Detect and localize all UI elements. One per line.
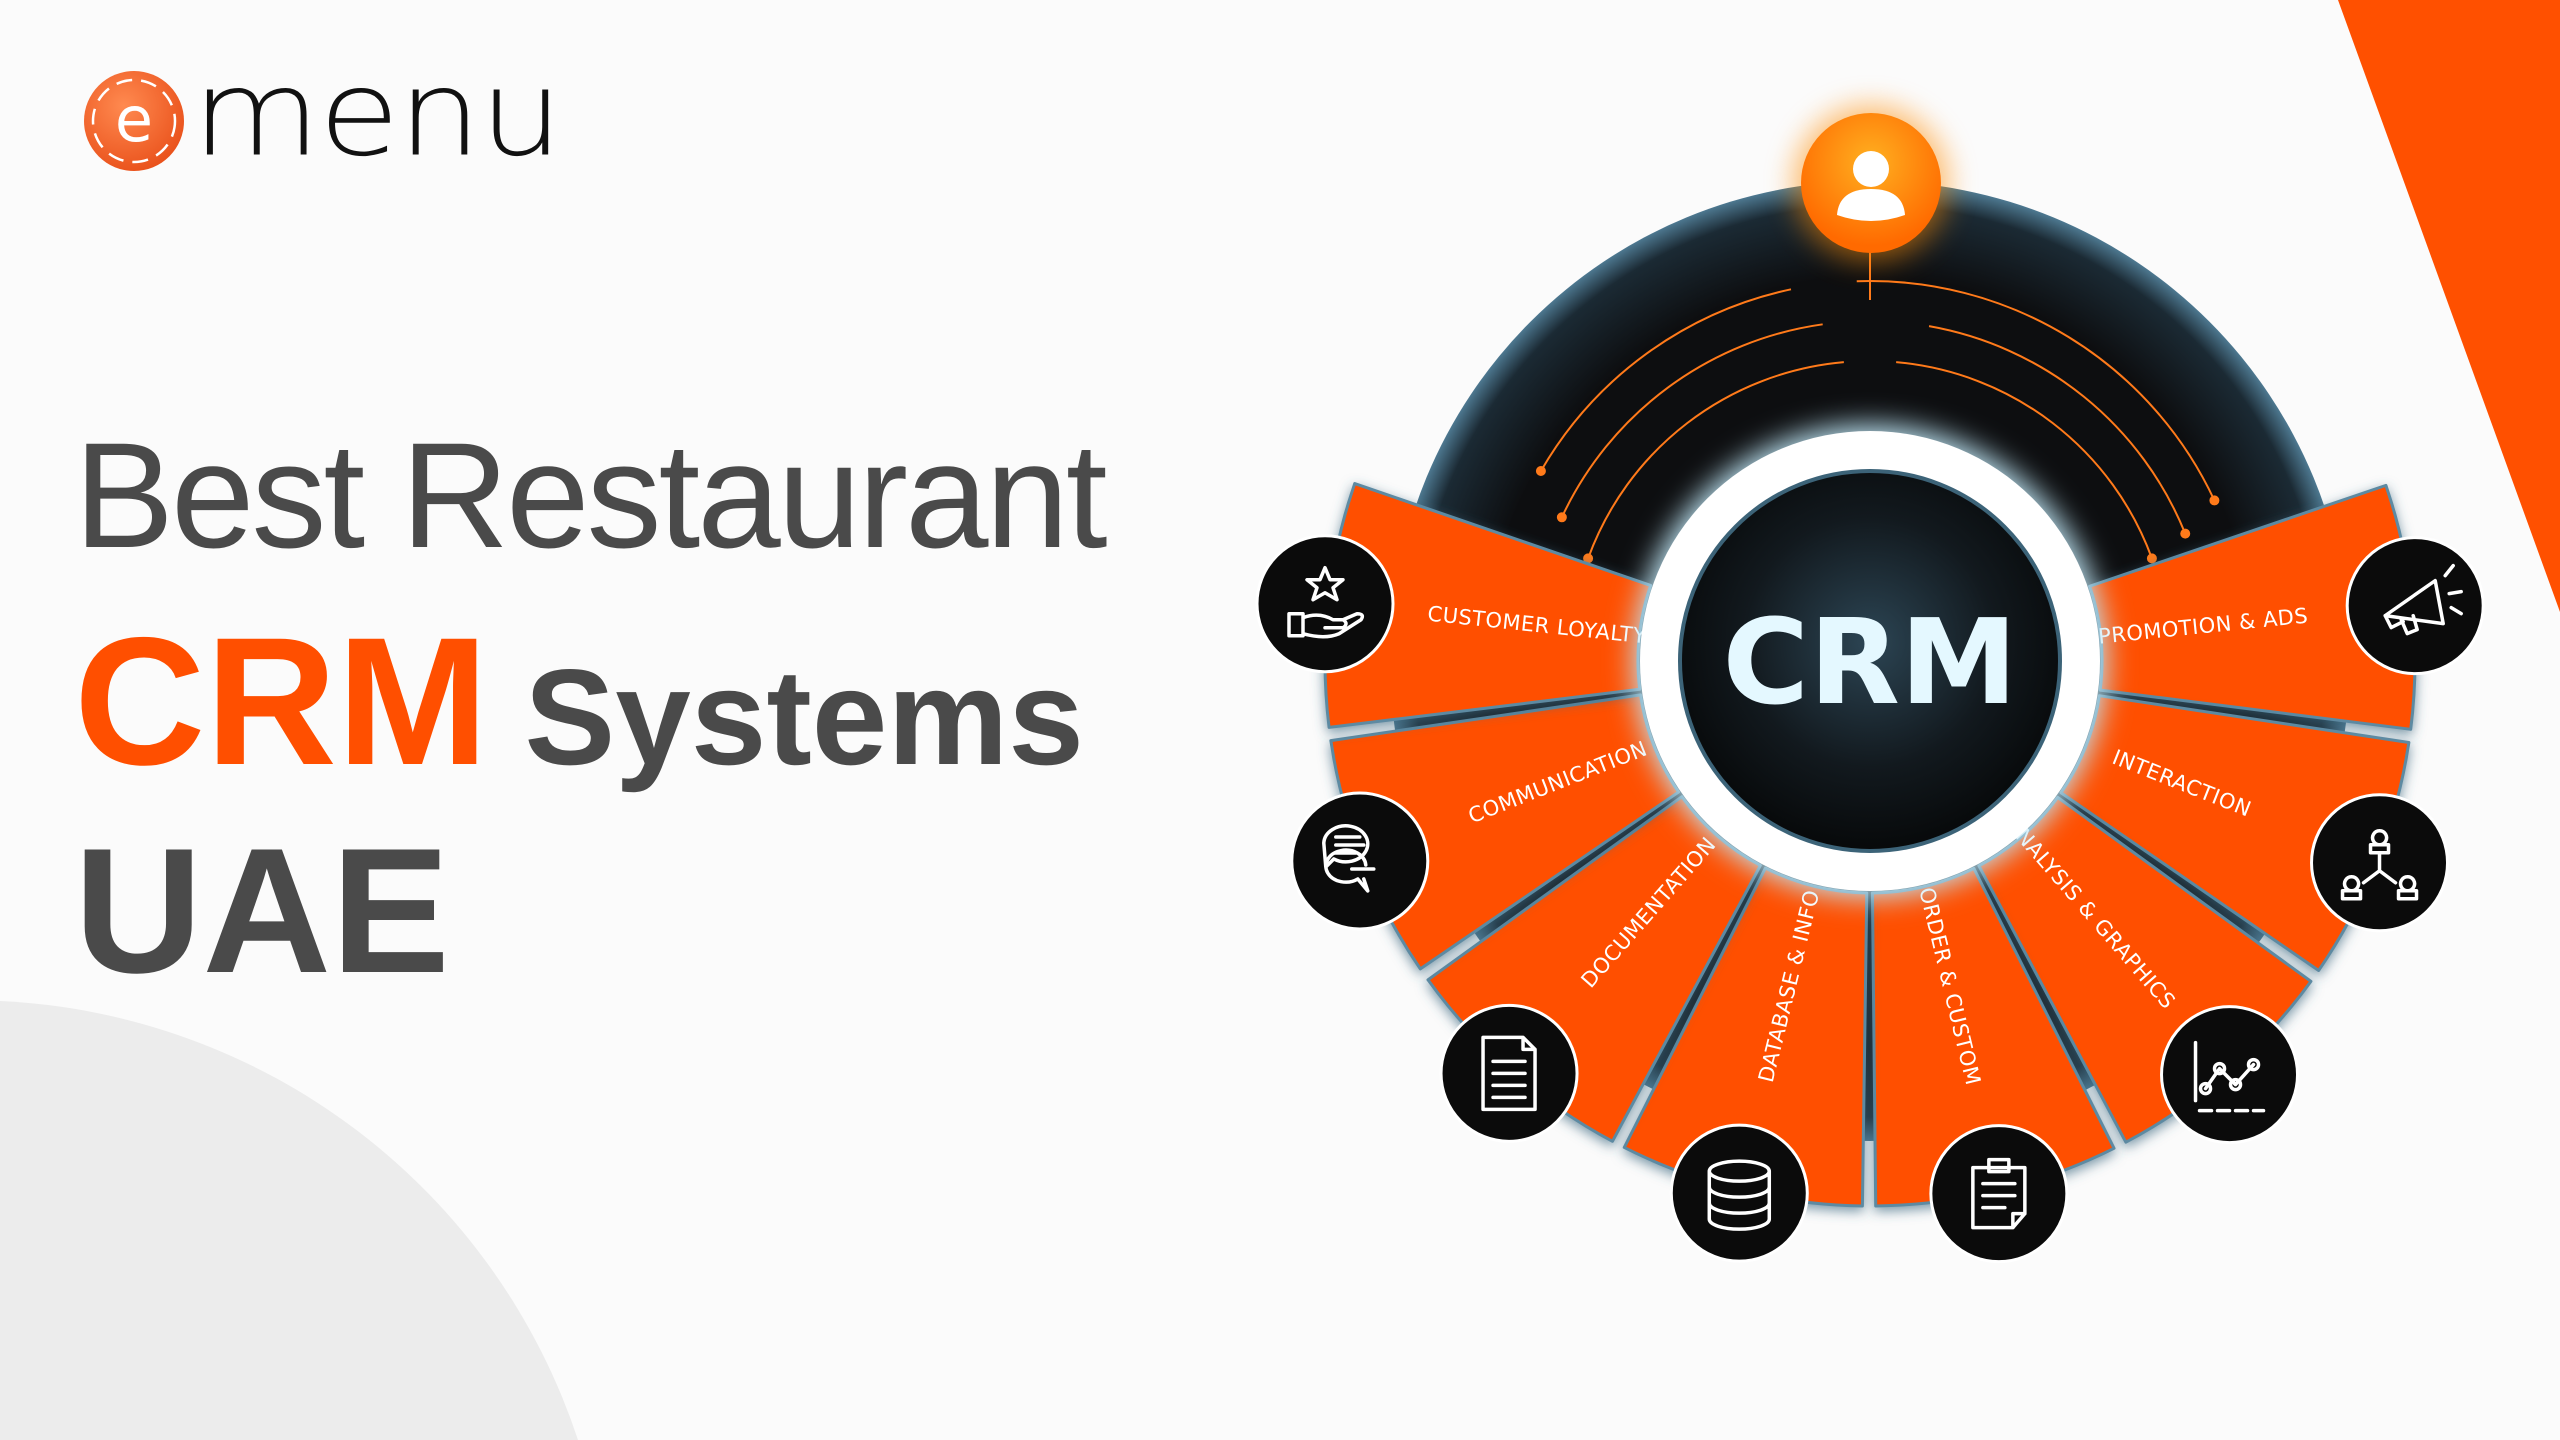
headline-systems: Systems [524, 641, 1084, 793]
network-users-icon[interactable] [2310, 793, 2450, 933]
center-label: CRM [1723, 593, 2018, 731]
circuit-dot [1556, 512, 1567, 523]
decorative-orange-triangle [2338, 0, 2560, 612]
segment-communication[interactable]: COMMUNICATION [1290, 693, 1681, 971]
circuit-dot [1583, 553, 1594, 564]
circuit-dot [2180, 528, 2191, 539]
circuit-line [1587, 361, 1844, 559]
user-icon[interactable] [1793, 105, 1949, 261]
svg-text:e: e [115, 83, 153, 156]
logo-text: menu [192, 44, 563, 184]
line-chart-icon[interactable] [2160, 1005, 2300, 1145]
circuit-lines [1535, 250, 2220, 564]
segment-order-custom[interactable]: ORDER & CUSTOM [1870, 866, 2116, 1264]
document-icon[interactable] [1439, 1003, 1579, 1143]
circuit-line [1540, 288, 1792, 472]
database-icon[interactable] [1669, 1123, 1809, 1263]
chat-bubbles-icon[interactable] [1290, 791, 1430, 931]
circuit-line [1856, 280, 2216, 501]
circuit-dot [2209, 495, 2220, 506]
icon-circle [1255, 534, 1395, 674]
segment-interaction[interactable]: INTERACTION [2059, 694, 2450, 972]
circuit-dot [1535, 466, 1546, 476]
circuit-line [1928, 325, 2187, 535]
headline-line-3: UAE [74, 811, 450, 1010]
hand-star-icon[interactable] [1255, 534, 1395, 674]
headline-highlight: CRM [74, 599, 489, 803]
logo-mark-icon: e [84, 71, 184, 171]
megaphone-icon[interactable] [2345, 536, 2485, 676]
decorative-gray-circle [0, 1001, 578, 1440]
icon-circle [1669, 1123, 1809, 1263]
segment-promotion-ads[interactable]: PROMOTION & ADS [2088, 483, 2485, 731]
segment-database-info[interactable]: DATABASE & INFO [1622, 866, 1869, 1263]
icon-circle [2160, 1005, 2300, 1145]
clipboard-icon[interactable] [1929, 1124, 2069, 1264]
segment-documentation[interactable]: DOCUMENTATION [1426, 795, 1762, 1143]
circuit-dot [2146, 553, 2157, 564]
segment-customer-loyalty[interactable]: CUSTOMER LOYALTY [1255, 482, 1653, 729]
circuit-line [1896, 361, 2153, 559]
icon-circle [1929, 1124, 2069, 1264]
icon-circle [2345, 536, 2485, 676]
emenu-logo[interactable]: e menu [82, 55, 563, 180]
circuit-line [1560, 323, 1823, 518]
center-circle[interactable] [1678, 469, 2062, 853]
headline-line-1: Best Restaurant [74, 411, 1108, 579]
icon-circle [1290, 791, 1430, 931]
